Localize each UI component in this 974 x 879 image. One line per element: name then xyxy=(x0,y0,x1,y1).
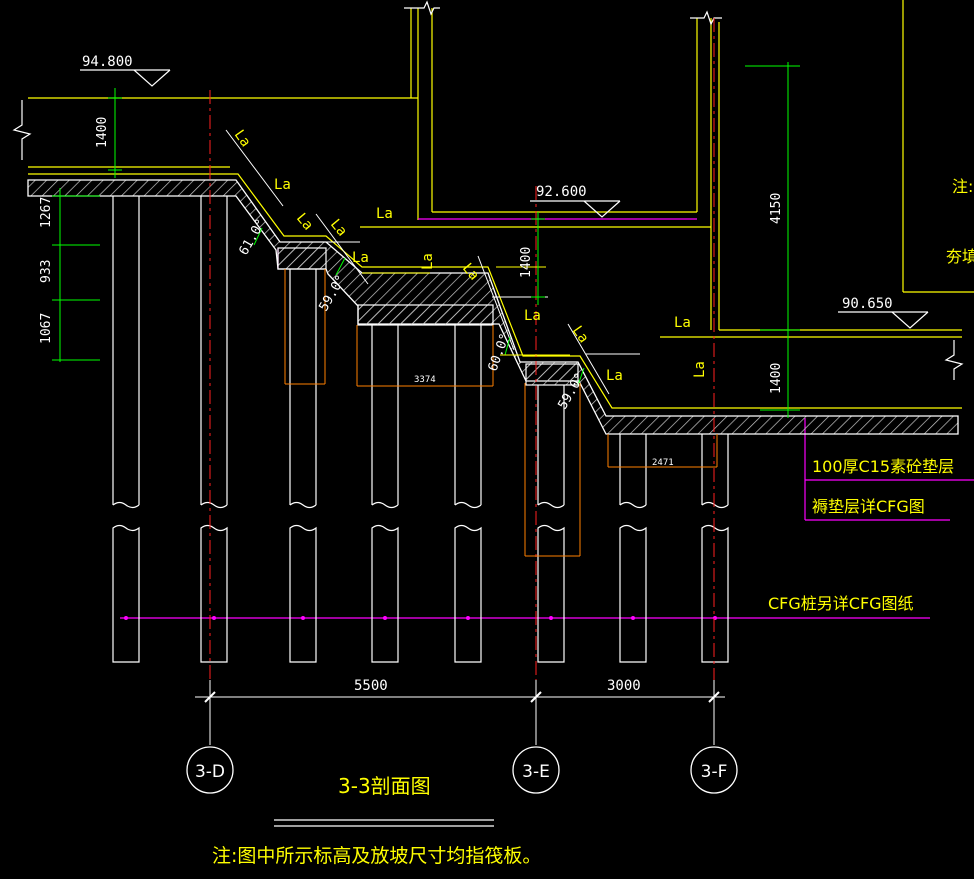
walls xyxy=(28,0,974,409)
axis-bubbles xyxy=(186,746,738,794)
side-note-2: 夯填 xyxy=(946,247,974,266)
pile xyxy=(454,325,482,663)
cushion-label-1: 100厚C15素砼垫层 xyxy=(812,457,954,476)
dim-1067: 1067 xyxy=(39,313,54,344)
elevation-92600: 92.600 xyxy=(536,184,587,200)
pile-center-marker xyxy=(383,616,387,620)
la-label-12: La xyxy=(674,315,691,331)
section-title: 3-3剖面图 xyxy=(338,774,431,798)
drawing-note: 注:图中所示标高及放坡尺寸均指筏板。 xyxy=(212,845,541,867)
piles xyxy=(112,196,729,663)
la-label-4: La xyxy=(376,206,393,222)
axis-label-3d: 3-D xyxy=(195,762,225,782)
title-underline xyxy=(274,819,494,827)
elevation-markers xyxy=(80,69,929,329)
cushion-label-2: 褥垫层详CFG图 xyxy=(812,497,925,516)
la-label-6: La xyxy=(352,250,369,266)
dim-1400-right: 1400 xyxy=(769,363,784,394)
axis-dimension xyxy=(195,680,725,745)
dim-1400-left: 1400 xyxy=(95,117,110,148)
dim-1400-mid: 1400 xyxy=(519,247,534,278)
axis-label-3f: 3-F xyxy=(701,762,728,782)
dim-2471: 2471 xyxy=(652,458,674,468)
pile xyxy=(112,196,140,663)
dimension-lines xyxy=(52,62,800,418)
elevation-90650: 90.650 xyxy=(842,296,893,312)
la-label-1: La xyxy=(231,127,254,150)
axis-label-3e: 3-E xyxy=(522,762,550,782)
pile xyxy=(701,434,729,663)
la-label-7: La xyxy=(420,253,436,270)
elevation-94800: 94.800 xyxy=(82,54,133,70)
pile-center-marker xyxy=(301,616,305,620)
pile-center-marker xyxy=(466,616,470,620)
dim-4150: 4150 xyxy=(769,193,784,224)
break-marks xyxy=(12,0,964,380)
dim-1267: 1267 xyxy=(39,197,54,228)
center-lines xyxy=(209,18,715,680)
pile xyxy=(537,385,565,663)
axis-bubble-d xyxy=(186,746,234,794)
la-label-11: La xyxy=(606,368,623,384)
la-label-2: La xyxy=(274,177,291,193)
pile xyxy=(619,434,647,663)
pile-center-marker xyxy=(631,616,635,620)
axis-bubble-e xyxy=(512,746,560,794)
axis-bubble-f xyxy=(690,746,738,794)
pile-center-marker xyxy=(212,616,216,620)
cfg-note: CFG桩另详CFG图纸 xyxy=(768,594,914,613)
dim-3000: 3000 xyxy=(607,678,641,694)
rebar-outlines xyxy=(284,269,718,557)
dim-5500: 5500 xyxy=(354,678,388,694)
la-label-13: La xyxy=(692,361,708,378)
pile-center-marker xyxy=(549,616,553,620)
side-note-1: 注: xyxy=(952,177,973,196)
dim-933: 933 xyxy=(39,260,54,283)
pile-center-marker xyxy=(124,616,128,620)
pile xyxy=(289,269,317,663)
raft-slab xyxy=(27,179,959,435)
pile xyxy=(200,196,228,663)
dim-3374: 3374 xyxy=(414,375,436,385)
pile xyxy=(371,325,399,663)
la-label-9: La xyxy=(524,308,541,324)
la-label-10: La xyxy=(569,323,592,346)
